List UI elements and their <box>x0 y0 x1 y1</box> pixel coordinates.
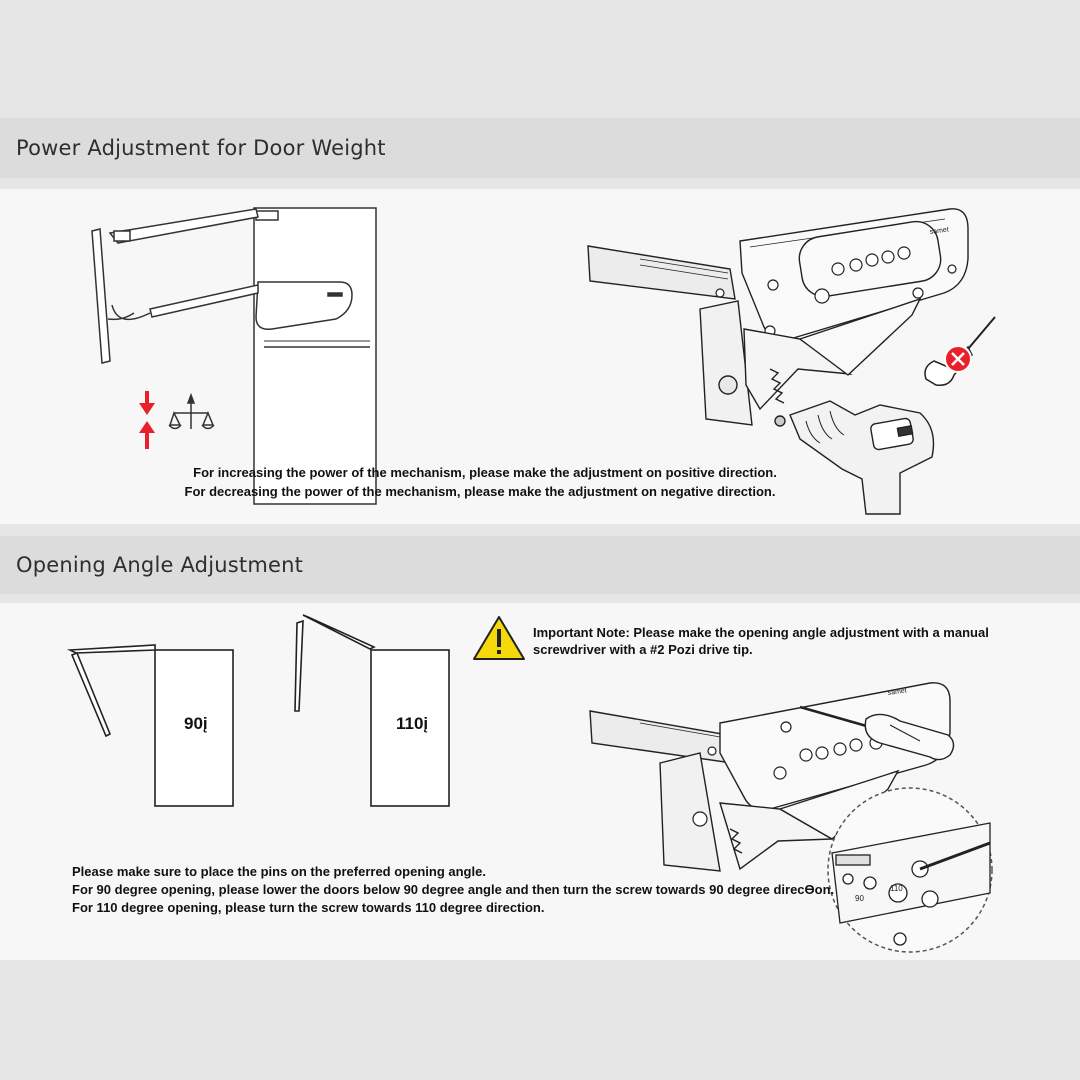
angle-instruction-line-2: For 90 degree opening, please lower the … <box>72 882 835 897</box>
power-instruction-line-2: For decreasing the power of the mechanis… <box>184 484 776 499</box>
warning-icon <box>473 616 525 660</box>
section-panel-angle: 90 110 samet 90į 110į Important Note: Pl… <box>0 603 1080 960</box>
section-title-power: Power Adjustment for Door Weight <box>16 136 386 160</box>
power-instruction-line-1: For increasing the power of the mechanis… <box>193 465 777 480</box>
label-110-degree: 110į <box>396 714 429 733</box>
magnified-detail-inset: 90 110 <box>827 787 993 953</box>
important-note-line-2: screwdriver with a #2 Pozi drive tip. <box>533 642 753 657</box>
section-title-angle: Opening Angle Adjustment <box>16 553 304 577</box>
opening-angle-illustration: 90 110 samet <box>66 614 993 953</box>
cabinet-110-diagram <box>294 614 450 807</box>
scale-90-mark: 90 <box>855 894 864 903</box>
angle-instruction-line-3: For 110 degree opening, please turn the … <box>72 900 545 915</box>
adjust-arrows-icon <box>139 391 155 449</box>
brand-mark-label: samet <box>929 226 949 236</box>
label-90-degree: 90į <box>184 714 208 733</box>
brand-mark-label-2: samet <box>887 687 907 697</box>
angle-instruction-line-1: Please make sure to place the pins on th… <box>72 864 486 879</box>
section-header-power: Power Adjustment for Door Weight <box>0 118 1080 178</box>
mechanism-drill-illustration <box>587 208 969 515</box>
important-note-line-1: Important Note: Please make the opening … <box>533 625 989 640</box>
cabinet-90-diagram <box>66 644 234 807</box>
section-panel-power: samet For increasing the power of the me… <box>0 189 1080 524</box>
scale-110-mark: 110 <box>890 884 903 893</box>
section-header-angle: Opening Angle Adjustment <box>0 536 1080 594</box>
scale-balance-icon <box>168 392 215 430</box>
cabinet-diagram <box>91 207 377 505</box>
power-adjustment-illustration: samet <box>91 207 996 515</box>
no-screwdriver-icon <box>924 316 996 387</box>
mechanism-screwdriver-illustration <box>589 682 955 872</box>
